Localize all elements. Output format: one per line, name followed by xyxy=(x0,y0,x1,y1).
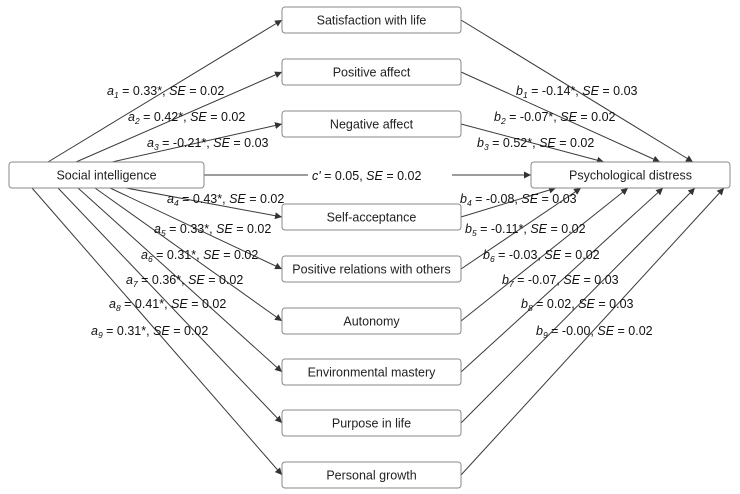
mediator-8-box xyxy=(281,409,462,437)
b-path-8 xyxy=(460,187,696,424)
mediator-1-label: Satisfaction with life xyxy=(317,14,427,28)
b-path-7 xyxy=(460,187,664,373)
b-path-5 xyxy=(460,187,582,270)
mediator-1: Satisfaction with life xyxy=(281,6,462,34)
a-path-5 xyxy=(109,187,283,270)
mediator-1-box xyxy=(281,6,462,34)
a7-label: a7 = 0.36*, SE = 0.02 xyxy=(126,273,243,289)
b3-label: b3 = 0.52*, SE = 0.02 xyxy=(477,136,594,152)
a-path-7 xyxy=(77,187,283,373)
mediator-9-label: Personal growth xyxy=(326,469,416,483)
a5-label: a5 = 0.33*, SE = 0.02 xyxy=(154,222,271,238)
c-prime-label: c' = 0.05, SE = 0.02 xyxy=(312,169,421,183)
mediator-5: Positive relations with others xyxy=(281,255,462,283)
mediator-6-box xyxy=(281,307,462,335)
mediator-6: Autonomy xyxy=(281,307,462,335)
a-path-4 xyxy=(125,187,283,220)
b-path-4 xyxy=(460,186,557,218)
mediator-7-label: Environmental mastery xyxy=(308,366,437,380)
b7-label: b7 = -0.07, SE = 0.03 xyxy=(502,273,619,289)
b-path-6 xyxy=(460,187,629,322)
outcome-node-box xyxy=(530,161,731,189)
a8-label: a8 = 0.41*, SE = 0.02 xyxy=(109,297,226,313)
mediator-4: Self-acceptance xyxy=(281,203,462,231)
mediator-3: Negative affect xyxy=(281,110,462,138)
a-path-3 xyxy=(111,122,283,163)
mediator-7-box xyxy=(281,358,462,386)
a3-label: a3 = -0.21*, SE = 0.03 xyxy=(147,136,269,152)
a-path-2 xyxy=(75,71,283,163)
b1-label: b1 = -0.14*, SE = 0.03 xyxy=(516,84,638,100)
a-path-6 xyxy=(94,187,283,322)
a6-label: a6 = 0.31*, SE = 0.02 xyxy=(141,248,258,264)
a1-label: a1 = 0.33*, SE = 0.02 xyxy=(107,84,224,100)
mediator-4-box xyxy=(281,203,462,231)
predictor-node-box xyxy=(8,161,205,189)
b2-label: b2 = -0.07*, SE = 0.02 xyxy=(494,110,616,126)
a-path-1 xyxy=(47,19,283,163)
mediator-2: Positive affect xyxy=(281,58,462,86)
b5-label: b5 = -0.11*, SE = 0.02 xyxy=(465,222,586,238)
c-prime-label-bg xyxy=(308,167,452,183)
b-path-3 xyxy=(460,123,605,164)
a-path-8 xyxy=(57,187,283,424)
a4-label: a4 = 0.43*, SE = 0.02 xyxy=(167,192,284,208)
mediator-5-label: Positive relations with others xyxy=(292,263,450,277)
outcome-node-label: Psychological distress xyxy=(569,169,692,183)
predictor-node: Social intelligence xyxy=(8,161,205,189)
mediator-7: Environmental mastery xyxy=(281,358,462,386)
a2-label: a2 = 0.42*, SE = 0.02 xyxy=(128,110,245,126)
mediator-9: Personal growth xyxy=(281,461,462,489)
mediator-6-label: Autonomy xyxy=(343,315,400,329)
mediator-4-label: Self-acceptance xyxy=(327,211,417,225)
b6-label: b6 = -0.03, SE = 0.02 xyxy=(483,248,600,264)
b-path-9 xyxy=(460,187,725,476)
predictor-node-label: Social intelligence xyxy=(56,169,156,183)
b4-label: b4 = -0.08, SE = 0.03 xyxy=(460,192,577,208)
mediator-3-label: Negative affect xyxy=(330,118,414,132)
b8-label: b8 = 0.02, SE = 0.03 xyxy=(521,297,634,313)
outcome-node: Psychological distress xyxy=(530,161,731,189)
a-path-9 xyxy=(31,187,283,476)
a9-label: a9 = 0.31*, SE = 0.02 xyxy=(91,324,208,340)
b-path-1 xyxy=(460,19,694,163)
mediator-8-label: Purpose in life xyxy=(332,417,411,431)
mediator-2-label: Positive affect xyxy=(333,66,411,80)
mediator-2-box xyxy=(281,58,462,86)
b9-label: b9 = -0.00, SE = 0.02 xyxy=(536,324,653,340)
mediator-9-box xyxy=(281,461,462,489)
b-path-2 xyxy=(460,71,661,163)
mediator-8: Purpose in life xyxy=(281,409,462,437)
mediator-5-box xyxy=(281,255,462,283)
mediator-3-box xyxy=(281,110,462,138)
